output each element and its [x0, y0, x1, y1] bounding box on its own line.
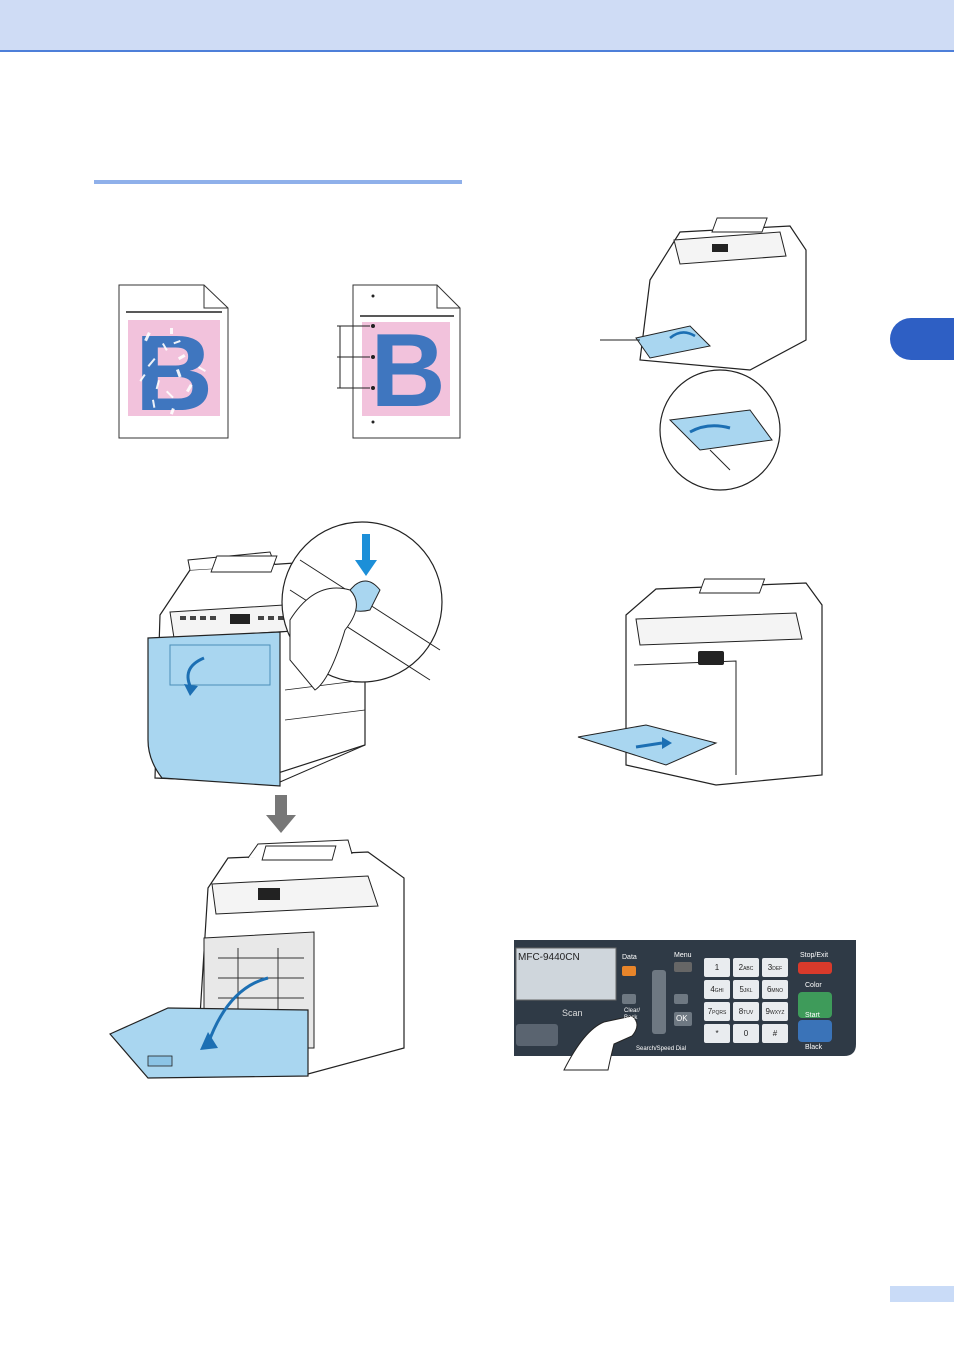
keypad-key[interactable]: 8TUV	[733, 1002, 759, 1021]
keypad: 1 2ABC 3DEF 4GHI 5JKL 6MNO 7PQRS 8TUV 9W…	[704, 958, 788, 1048]
stop-exit-label: Stop/Exit	[800, 952, 828, 959]
header-band	[0, 0, 954, 52]
menu-label: Menu	[674, 952, 692, 959]
mp-tray-open-illustration	[600, 210, 810, 485]
keypad-key[interactable]: 5JKL	[733, 980, 759, 999]
keypad-key[interactable]: #	[762, 1024, 788, 1043]
back-label: Back	[624, 1015, 637, 1021]
clear-label: Clear/	[624, 1008, 640, 1014]
start-label: Start	[805, 1012, 820, 1019]
keypad-key[interactable]: 1	[704, 958, 730, 977]
ok-label: OK	[676, 1014, 688, 1023]
color-label: Color	[805, 982, 822, 989]
keypad-key[interactable]: *	[704, 1024, 730, 1043]
keypad-key[interactable]: 7PQRS	[704, 1002, 730, 1021]
keypad-key[interactable]: 0	[733, 1024, 759, 1043]
control-panel-illustration: MFC-9440CN Scan Data Menu OK Clear/ Back…	[514, 940, 856, 1060]
black-label: Black	[805, 1044, 822, 1051]
keypad-key[interactable]: 2ABC	[733, 958, 759, 977]
faded-letter: B	[135, 312, 213, 433]
repeating-marks-sample: B	[330, 284, 462, 440]
keypad-key[interactable]: 6MNO	[762, 980, 788, 999]
page-number-tab	[890, 1286, 954, 1302]
chapter-tab	[890, 318, 954, 360]
printer-open-front-cover-illustration	[108, 838, 408, 1084]
keypad-key[interactable]: 4GHI	[704, 980, 730, 999]
down-arrow-icon	[266, 795, 296, 833]
data-label: Data	[622, 954, 637, 961]
model-name-label: MFC-9440CN	[518, 952, 580, 963]
mp-tray-paper-illustration	[576, 575, 824, 787]
clear-back-label: Clear/ Back	[624, 1008, 640, 1022]
section-rule	[94, 180, 462, 184]
faded-print-sample: B	[118, 284, 230, 440]
keypad-key[interactable]: 3DEF	[762, 958, 788, 977]
printer-front-cover-button-illustration	[140, 520, 446, 786]
keypad-key[interactable]: 9WXYZ	[762, 1002, 788, 1021]
sample-letter: B	[370, 313, 445, 429]
scan-label: Scan	[562, 1008, 583, 1018]
search-speed-dial-label: Search/Speed Dial	[636, 1046, 686, 1052]
